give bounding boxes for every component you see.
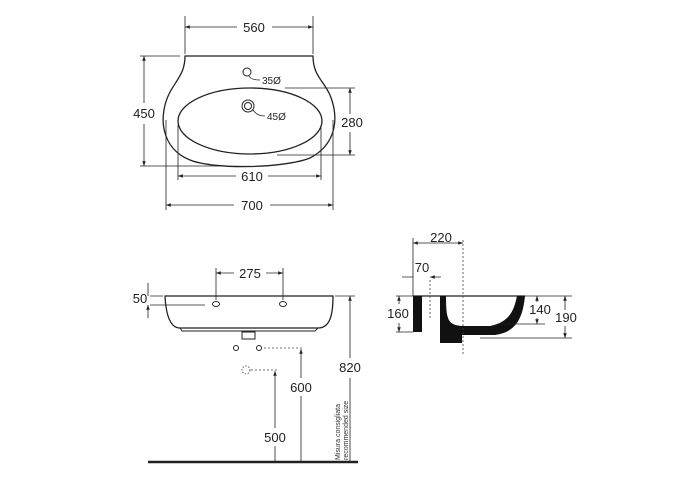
dim-600: 600 [290, 380, 312, 395]
tap-hole-right [279, 301, 287, 307]
tap-hole-label: 35Ø [262, 76, 281, 87]
supply-left [233, 345, 239, 351]
dim-70: 70 [415, 260, 429, 275]
dim-500: 500 [264, 430, 286, 445]
wall-bracket [413, 296, 422, 332]
dim-140: 140 [529, 302, 551, 317]
dim-160: 160 [387, 306, 409, 321]
basin-outline-front [164, 295, 334, 329]
side-view: 220 70 160 140 190 [387, 230, 577, 355]
waste-point [241, 365, 251, 375]
dim-50: 50 [133, 291, 147, 306]
dim-190: 190 [555, 310, 577, 325]
dim-700: 700 [241, 198, 263, 213]
drain-hole-label: 45Ø [267, 112, 286, 123]
dim-610: 610 [241, 169, 263, 184]
waste-outlet [241, 331, 256, 340]
tap-hole [242, 67, 252, 77]
dim-275: 275 [239, 266, 261, 281]
dim-820: 820 [339, 360, 361, 375]
drain-hole [241, 99, 255, 113]
tap-hole-left [212, 301, 220, 307]
note-english: recommended size [343, 401, 350, 460]
supply-right [256, 345, 262, 351]
dim-220: 220 [430, 230, 452, 245]
dim-280: 280 [341, 115, 363, 130]
basin-section [440, 296, 525, 343]
basin-outline-top [162, 55, 336, 168]
bowl-outline [177, 87, 323, 155]
top-view: 35Ø 45Ø 560 450 280 610 700 [133, 16, 363, 213]
dim-560: 560 [243, 20, 265, 35]
dim-450: 450 [133, 106, 155, 121]
front-view: 275 50 820 Misura consigliata recommende… [133, 266, 361, 464]
note-italian: Misura consigliata [335, 404, 342, 460]
